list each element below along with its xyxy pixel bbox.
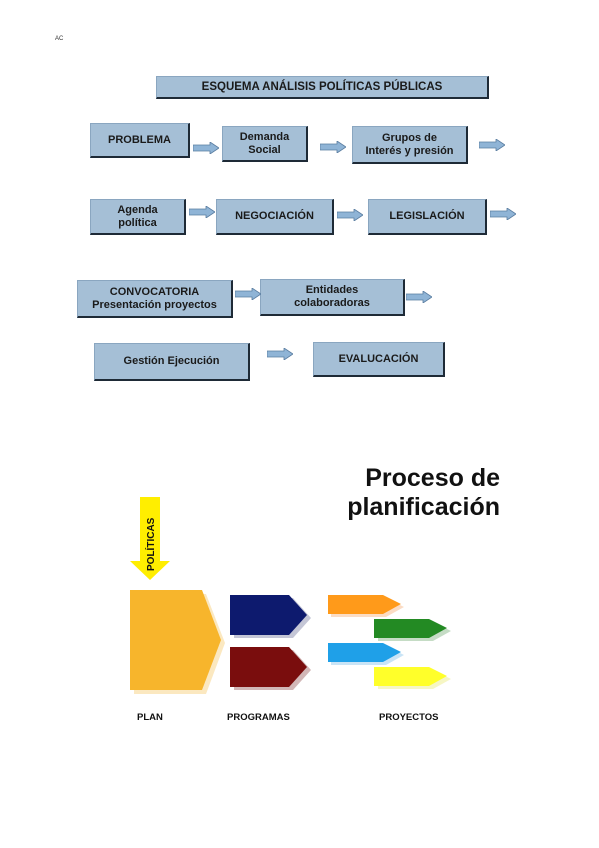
box-grupos-interes: Grupos de Interés y presión	[352, 126, 468, 164]
label-plan: PLAN	[137, 712, 163, 723]
box-evaluacion: EVALUCACIÓN	[313, 342, 445, 377]
flow-arrow-icon	[406, 291, 432, 303]
flow-arrow-icon	[320, 141, 346, 153]
box-entidades: Entidades colaboradoras	[260, 279, 405, 316]
label-proyectos: PROYECTOS	[379, 712, 439, 723]
politicas-arrow-shape	[130, 497, 170, 580]
label-programas: PROGRAMAS	[227, 712, 290, 723]
box-agenda-politica: Agenda política	[90, 199, 186, 235]
flow-arrow-icon	[267, 348, 293, 360]
flow-arrow-icon	[337, 209, 363, 221]
proyecto-shape	[374, 619, 447, 638]
box-legislacion: LEGISLACIÓN	[368, 199, 487, 235]
politicas-label: POLÍTICAS	[144, 517, 157, 571]
proyecto-shape	[374, 667, 447, 686]
scheme-title: ESQUEMA ANÁLISIS POLÍTICAS PÚBLICAS	[156, 76, 489, 99]
box-convocatoria: CONVOCATORIA Presentación proyectos	[77, 280, 233, 318]
proyecto-shape	[328, 643, 401, 662]
plan-shape	[130, 590, 221, 690]
box-problema: PROBLEMA	[90, 123, 190, 158]
flow-arrow-icon	[479, 139, 505, 151]
planning-title: Proceso de planificación	[347, 464, 500, 521]
corner-mark: AC	[55, 36, 64, 42]
programa-shape	[230, 595, 307, 635]
flow-arrow-icon	[189, 206, 215, 218]
box-negociacion: NEGOCIACIÓN	[216, 199, 334, 235]
box-gestion-ejecucion: Gestión Ejecución	[94, 343, 250, 381]
box-demanda-social: Demanda Social	[222, 126, 308, 162]
flow-arrow-icon	[490, 208, 516, 220]
proyecto-shape	[328, 595, 401, 614]
flow-arrow-icon	[235, 288, 261, 300]
programa-shape	[230, 647, 307, 687]
flow-arrow-icon	[193, 142, 219, 154]
